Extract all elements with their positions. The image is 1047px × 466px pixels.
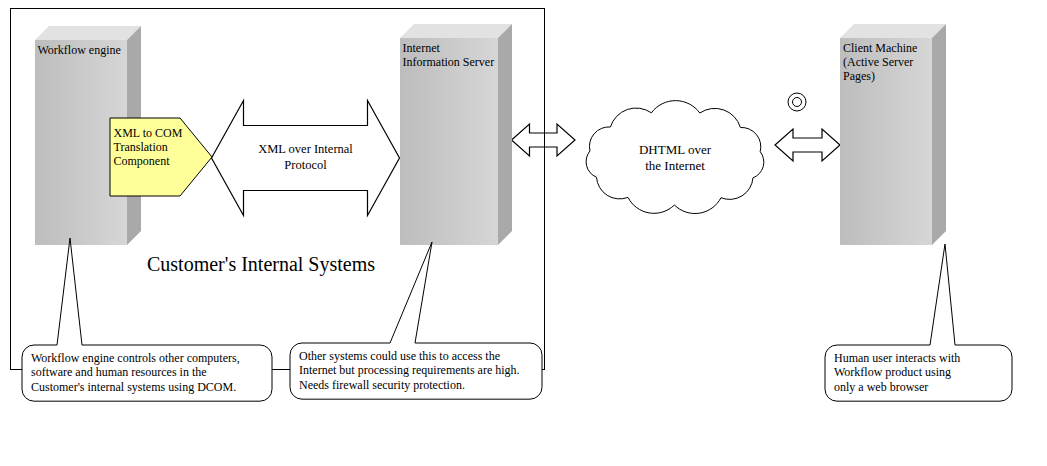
box-top bbox=[840, 24, 946, 38]
translation-component: XML to COM Translation Component bbox=[110, 118, 212, 196]
box-top bbox=[35, 26, 141, 40]
cloud-bubble bbox=[788, 93, 806, 111]
cloud-outline bbox=[586, 101, 764, 214]
block-arrow bbox=[512, 124, 576, 156]
cloud-bubble bbox=[793, 98, 802, 107]
node-label: Client Machine (Active Server Pages) bbox=[840, 38, 932, 83]
node-label: Human user interacts with Workflow produ… bbox=[834, 351, 969, 394]
block-arrow bbox=[212, 101, 400, 216]
callout-outline bbox=[825, 244, 1012, 401]
system-boundary: Customer's Internal Systems Workflow engi… bbox=[10, 8, 545, 370]
box-outline bbox=[35, 40, 127, 245]
node-label: Other systems could use this to access t… bbox=[299, 349, 533, 392]
box-top bbox=[400, 24, 512, 38]
callout-outline bbox=[22, 238, 272, 401]
node-label: XML to COM Translation Component bbox=[114, 126, 184, 169]
callout-outline bbox=[290, 242, 542, 399]
node-label: Workflow engine controls other computers… bbox=[31, 351, 263, 394]
box-side bbox=[498, 24, 512, 245]
internet-cloud: DHTML over the Internet bbox=[575, 98, 775, 218]
callout-bubble: Workflow engine controls other computers… bbox=[22, 345, 272, 401]
node-label: Internet Information Server bbox=[400, 38, 498, 69]
node-label: Customer's Internal Systems bbox=[147, 253, 375, 276]
box-side bbox=[932, 24, 946, 245]
server-box: Workflow engine bbox=[35, 40, 127, 245]
server-box: Internet Information Server bbox=[400, 38, 498, 245]
block-arrow bbox=[775, 129, 840, 161]
component-arrow bbox=[110, 118, 212, 196]
callout-bubble: Human user interacts with Workflow produ… bbox=[825, 345, 1012, 401]
callout-bubble: Other systems could use this to access t… bbox=[290, 343, 542, 399]
client-box: Client Machine (Active Server Pages) bbox=[840, 38, 932, 245]
node-label: Workflow engine bbox=[35, 40, 127, 57]
edge-label: XML over Internal Protocol bbox=[248, 128, 364, 189]
node-label: DHTML over the Internet bbox=[635, 142, 715, 175]
